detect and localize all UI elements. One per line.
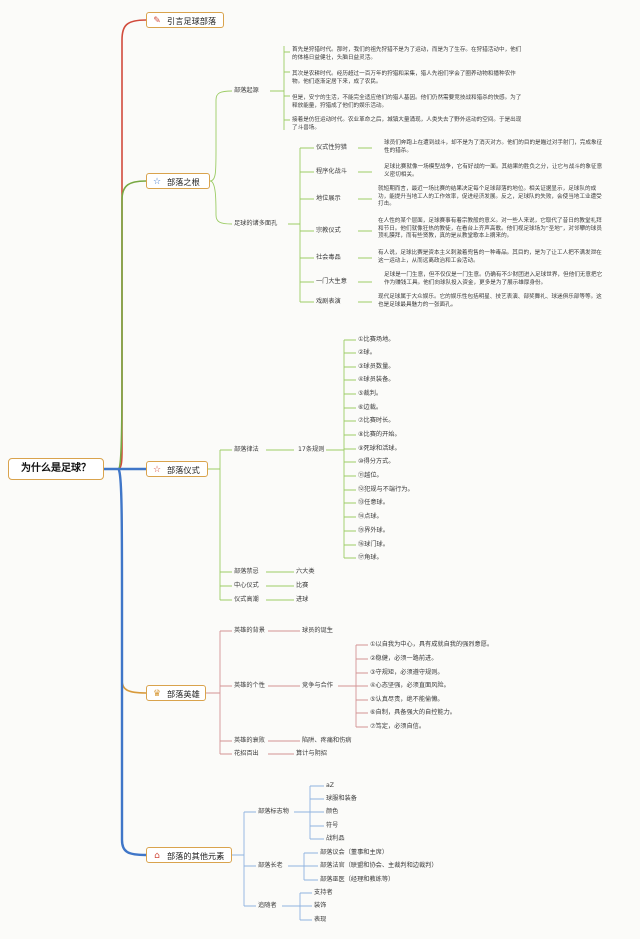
node-origin[interactable]: 部落起源: [234, 87, 259, 94]
face-text: 球员们奔跑上在遭到战斗，却不是为了消灭对方。他们的目的是瞄过对手射门，完成象征性…: [384, 140, 603, 154]
rule-item: ⑪越位。: [358, 472, 383, 479]
star-outline-icon: ☆: [152, 465, 162, 475]
symbol-item: 战利品: [326, 835, 345, 842]
node-hero-background-value: 球员的诞生: [302, 627, 333, 634]
node-faces[interactable]: 足球的诸多面孔: [234, 220, 278, 227]
face-text: 现代足球属于大众娱乐。它的娱乐性包括明星、技艺表演、部奖舞礼、球迷俱乐部等等。这…: [378, 294, 602, 308]
face-label[interactable]: 仪式性狩猎: [316, 144, 347, 151]
node-symbols[interactable]: 部落标志物: [258, 808, 289, 815]
trait-item: ④心态坚强，必须直面风险。: [370, 682, 450, 689]
rule-item: ⑫犯规与不端行为。: [358, 486, 414, 493]
rule-item: ①比赛场地。: [358, 336, 395, 343]
face-label[interactable]: 戏剧表演: [316, 298, 341, 305]
face-label[interactable]: 一门大生意: [316, 278, 347, 285]
rule-item: ⑨死球和活球。: [358, 445, 401, 452]
trophy-icon: ♛: [152, 689, 162, 699]
origin-para-3: 但是，安宁的生活，不能完全适应他们的猎人基因。他们仍然需要竞技战和猎杀的快感。为…: [292, 95, 522, 109]
rule-item: ③球员数量。: [358, 363, 395, 370]
symbol-item: 颜色: [326, 808, 339, 815]
rule-item: ④球员装备。: [358, 376, 395, 383]
symbol-item: aZ: [326, 782, 335, 789]
follower-item: 支持者: [314, 889, 333, 896]
branch-label: 部落之根: [167, 177, 200, 187]
follower-item: 表现: [314, 916, 327, 923]
face-text: 就短期而言，最近一场比赛的结果决定每个足球部落的地位。相关证据显示，足球队的成功…: [378, 186, 602, 208]
branch-intro[interactable]: ✎ 引言足球部落: [146, 12, 224, 28]
node-climax-value: 进球: [296, 596, 309, 603]
follower-item: 装饰: [314, 902, 327, 909]
home-icon: ⌂: [154, 851, 160, 861]
node-tricks-value: 算计与阴招: [296, 750, 327, 757]
origin-para-1: 首先是狩猎时代。那时，我们的祖先狩猎不是为了运动，而是为了生存。在狩猎活动中，他…: [292, 47, 522, 61]
node-taboo[interactable]: 部落禁忌: [234, 568, 259, 575]
branch-ritual[interactable]: ☆ 部落仪式: [146, 461, 208, 477]
rule-item: ⑭点球。: [358, 513, 383, 520]
origin-para-2: 其次是农耕时代。经历超过一百万年的狩猎和采集，猎人先祖们学会了圈养动物和播种农作…: [292, 71, 516, 85]
root-topic[interactable]: 为什么是足球？: [8, 458, 104, 480]
trait-item: ②稳健，必须一路前进。: [370, 655, 438, 662]
node-rules[interactable]: 17条规则: [298, 446, 325, 453]
node-law[interactable]: 部落律法: [234, 446, 259, 453]
node-climax[interactable]: 仪式高潮: [234, 596, 259, 603]
elder-item: 部落法官（联盟和协会、主裁判和边裁判）: [320, 862, 438, 869]
branch-label: 部落仪式: [167, 465, 200, 475]
rule-item: ⑩得分方式。: [358, 458, 395, 465]
node-central-ritual[interactable]: 中心仪式: [234, 582, 259, 589]
branch-label: 引言足球部落: [167, 16, 217, 26]
face-label[interactable]: 程序化战斗: [316, 168, 347, 175]
rule-item: ⑥边裁。: [358, 404, 383, 411]
rule-item: ⑦比赛时长。: [358, 417, 395, 424]
rule-item: ②球。: [358, 349, 376, 356]
node-hero-background[interactable]: 英雄的背景: [234, 627, 265, 634]
elder-item: 部落议会（董事和主席）: [320, 849, 389, 856]
face-text: 足球比赛就像一场模型战争，它有好战的一面。其结果的胜负之分，让它与战斗的象征意义…: [384, 164, 603, 178]
node-hero-personality[interactable]: 英雄的个性: [234, 682, 265, 689]
rule-item: ⑬任意球。: [358, 499, 389, 506]
face-label[interactable]: 宗教仪式: [316, 227, 341, 234]
node-hero-decline-value: 陷阱、疼痛和伤病: [302, 737, 352, 744]
face-text: 足球是一门生意，但不仅仅是一门生意。仍确有不少财团进入足球世界，但他们无意把它作…: [384, 272, 603, 286]
branch-other-elements[interactable]: ⌂ 部落的其他元素: [146, 847, 232, 863]
rule-item: ⑮界外球。: [358, 527, 389, 534]
elder-item: 部落巫医（经理和教练等）: [320, 876, 395, 883]
origin-para-4: 接着是仿狂运动时代。农业革命之后，城镇大量涌现，人类失去了野外运动的空间。于是出…: [292, 117, 522, 131]
trait-item: ①以自我为中心，具有成就自我的强烈意愿。: [370, 641, 494, 648]
node-competition[interactable]: 竞争与合作: [302, 682, 333, 689]
symbol-item: 符号: [326, 822, 339, 829]
node-elders[interactable]: 部落长老: [258, 862, 283, 869]
node-taboo-value: 六大类: [296, 568, 315, 575]
node-hero-decline[interactable]: 英雄的衰败: [234, 737, 265, 744]
branch-hero[interactable]: ♛ 部落英雄: [146, 685, 206, 701]
face-label[interactable]: 地位展示: [316, 195, 341, 202]
node-followers[interactable]: 追随者: [258, 902, 277, 909]
rule-item: ⑤裁判。: [358, 390, 383, 397]
branch-root-of-tribe[interactable]: ☆ 部落之根: [146, 173, 210, 189]
trait-item: ⑤认真尽责，绝不能偷懒。: [370, 696, 444, 703]
pen-ruler-icon: ✎: [153, 16, 161, 26]
trait-item: ③守规矩，必须遵守规则。: [370, 669, 444, 676]
face-label[interactable]: 社会毒品: [316, 254, 341, 261]
trait-item: ⑦笃定，必须自信。: [370, 723, 426, 730]
rule-item: ⑧比赛的开始。: [358, 431, 401, 438]
face-text: 在人性的某个层面，足球赛事有着宗教般的意义。对一些人来说，它取代了昔日的教堂礼拜…: [378, 218, 602, 240]
trait-item: ⑥自制，具备强大的自控能力。: [370, 709, 456, 716]
star-outline-icon: ☆: [152, 177, 162, 187]
symbol-item: 球服和装备: [326, 795, 357, 802]
rule-item: ⑰角球。: [358, 554, 383, 561]
rule-item: ⑯球门球。: [358, 541, 389, 548]
face-text: 有人说，足球比赛是资本主义刺激着兜售的一种毒品。其目的，是为了让工人把不满发泄在…: [378, 250, 602, 264]
branch-label: 部落的其他元素: [167, 851, 225, 861]
node-tricks[interactable]: 花招百出: [234, 750, 259, 757]
node-central-ritual-value: 比赛: [296, 582, 309, 589]
branch-label: 部落英雄: [167, 689, 200, 699]
